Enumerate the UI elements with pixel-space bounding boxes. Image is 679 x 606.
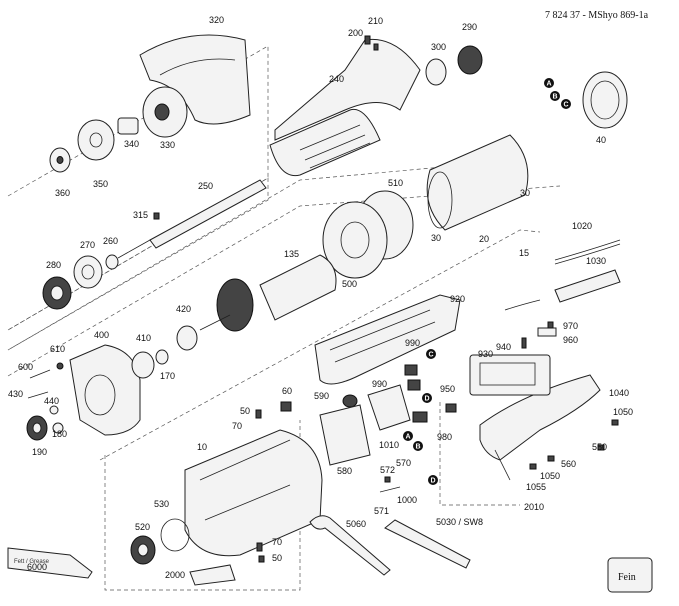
svg-text:C: C (563, 102, 568, 109)
part-label: 260 (103, 236, 118, 246)
brand-logo: Fein (618, 572, 636, 583)
part-label: 2000 (165, 570, 185, 580)
marker-c: C (561, 99, 571, 109)
marker-d: D (422, 393, 432, 403)
part-label: 1000 (397, 495, 417, 505)
part-label: 2010 (524, 502, 544, 512)
part-label: 580 (337, 466, 352, 476)
part-label: 6000 (27, 562, 47, 572)
part-label: 300 (431, 42, 446, 52)
part-label: 1050 (613, 407, 633, 417)
svg-text:A: A (546, 81, 551, 88)
part-label: 340 (124, 139, 139, 149)
part-label: 590 (314, 391, 329, 401)
part-label: 440 (44, 396, 59, 406)
part-drawings: Fett / Grease Fein (7, 34, 653, 593)
part-label: 30 (520, 188, 530, 198)
part-label: 30 (431, 233, 441, 243)
part-label: 5030 / SW8 (436, 517, 483, 527)
part-label: 20 (479, 234, 489, 244)
part-label: 135 (284, 249, 299, 259)
document-code: 7 824 37 - MShyo 869-1a (545, 10, 649, 21)
marker-c: C (426, 349, 436, 359)
part-label: 530 (154, 499, 169, 509)
marker-d: D (428, 475, 438, 485)
part-label: 420 (176, 304, 191, 314)
part-label: 190 (32, 447, 47, 457)
part-label: 950 (440, 384, 455, 394)
part-label: 350 (93, 179, 108, 189)
part-label: 430 (8, 389, 23, 399)
part-label: 270 (80, 240, 95, 250)
svg-text:B: B (552, 94, 557, 101)
part-label: 572 (380, 465, 395, 475)
part-label: 15 (519, 248, 529, 258)
part-label: 940 (496, 342, 511, 352)
part-label: 320 (209, 15, 224, 25)
part-label: 980 (437, 432, 452, 442)
svg-text:C: C (428, 352, 433, 359)
part-label: 610 (50, 344, 65, 354)
svg-text:A: A (405, 434, 410, 441)
part-label: 70 (272, 537, 282, 547)
part-label: 240 (329, 74, 344, 84)
part-label: 410 (136, 333, 151, 343)
part-label: 50 (272, 553, 282, 563)
marker-b: B (413, 441, 423, 451)
part-label: 360 (55, 188, 70, 198)
part-label: 930 (478, 349, 493, 359)
part-label: 280 (46, 260, 61, 270)
part-label: 520 (135, 522, 150, 532)
part-label: 10 (197, 442, 207, 452)
part-label: 180 (52, 429, 67, 439)
marker-a: A (544, 78, 554, 88)
part-label: 570 (396, 458, 411, 468)
part-label: 60 (282, 386, 292, 396)
part-label: 170 (160, 371, 175, 381)
svg-text:D: D (424, 396, 429, 403)
part-label: 600 (18, 362, 33, 372)
svg-text:D: D (430, 478, 435, 485)
part-label: 290 (462, 22, 477, 32)
part-label: 970 (563, 321, 578, 331)
part-label: 1055 (526, 482, 546, 492)
part-label: 1040 (609, 388, 629, 398)
part-label: 5060 (346, 519, 366, 529)
part-label: 550 (592, 442, 607, 452)
part-label: 250 (198, 181, 213, 191)
part-label: 1030 (586, 256, 606, 266)
part-label: 330 (160, 140, 175, 150)
part-label: 400 (94, 330, 109, 340)
part-label: 990 (405, 338, 420, 348)
part-label: 500 (342, 279, 357, 289)
part-label: 200 (348, 28, 363, 38)
part-label: 70 (232, 421, 242, 431)
svg-text:B: B (415, 444, 420, 451)
part-number-labels: 320 210 200 290 300 240 340 330 360 350 250 315 510 4… (8, 15, 633, 580)
part-label: 315 (133, 210, 148, 220)
part-label: 510 (388, 178, 403, 188)
part-label: 560 (561, 459, 576, 469)
part-label: 960 (563, 335, 578, 345)
part-label: 1050 (540, 471, 560, 481)
grease-tube-label: Fett / Grease (14, 559, 50, 565)
part-label: 50 (240, 406, 250, 416)
marker-b: B (550, 91, 560, 101)
marker-a: A (403, 431, 413, 441)
part-label: 1010 (379, 440, 399, 450)
part-label: 920 (450, 294, 465, 304)
part-label: 1020 (572, 221, 592, 231)
part-label: 990 (372, 379, 387, 389)
part-label: 40 (596, 135, 606, 145)
part-label: 210 (368, 16, 383, 26)
part-label: 571 (374, 506, 389, 516)
